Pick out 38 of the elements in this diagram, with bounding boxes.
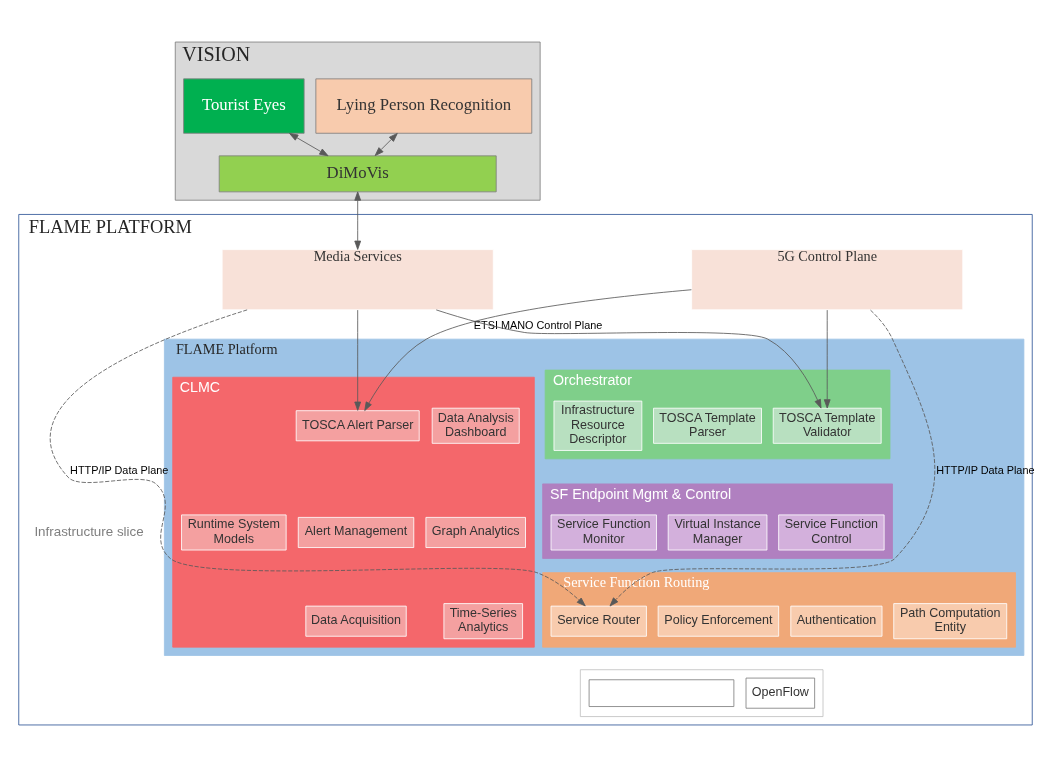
node-box: TOSCA Template Validator — [772, 407, 882, 444]
node-box: Service Function Monitor — [550, 514, 657, 551]
node-box: Tourist Eyes — [183, 78, 305, 134]
node-box: Service Function Control — [778, 514, 885, 551]
arrow — [374, 133, 398, 157]
node-box: Path Computation Entity — [893, 603, 1008, 640]
edge-label: HTTP/IP Data Plane — [70, 464, 169, 477]
node-box: TOSCA Alert Parser — [295, 410, 420, 442]
node-box: Runtime System Models — [181, 514, 287, 551]
node-box: Virtual Instance Manager — [667, 514, 768, 551]
label: Infrastructure slice — [34, 523, 144, 539]
node-box: Lying Person Recognition — [315, 78, 533, 134]
arrow — [49, 309, 586, 607]
arrow — [435, 309, 822, 409]
node-box — [588, 679, 735, 707]
arrow — [354, 191, 362, 250]
node-box: Policy Enforcement — [657, 605, 780, 637]
arrow — [823, 309, 831, 409]
arrow — [364, 289, 692, 411]
cluster — [579, 669, 824, 717]
node-box: Alert Management — [297, 517, 415, 548]
node-box: Time-Series Analytics — [443, 603, 523, 640]
node-box: Service Router — [550, 605, 647, 637]
node-box: DiMoVis — [218, 155, 497, 193]
arrow — [609, 309, 936, 607]
edge-label: HTTP/IP Data Plane — [936, 464, 1035, 477]
node-box: Authentication — [790, 605, 883, 637]
node-box: OpenFlow — [745, 677, 816, 709]
arrow — [289, 133, 329, 157]
arrow — [354, 309, 362, 411]
node-box: TOSCA Template Parser — [653, 407, 762, 444]
node-box: 5G Control Plane — [691, 249, 964, 311]
node-box: Data Analysis Dashboard — [431, 407, 520, 444]
node-box: Data Acquisition — [305, 605, 407, 637]
node-box: Media Services — [221, 249, 494, 311]
node-box: Infrastructure Resource Descriptor — [553, 400, 643, 451]
node-box: Graph Analytics — [425, 517, 526, 548]
edge-label: ETSI MANO Control Plane — [473, 319, 603, 332]
